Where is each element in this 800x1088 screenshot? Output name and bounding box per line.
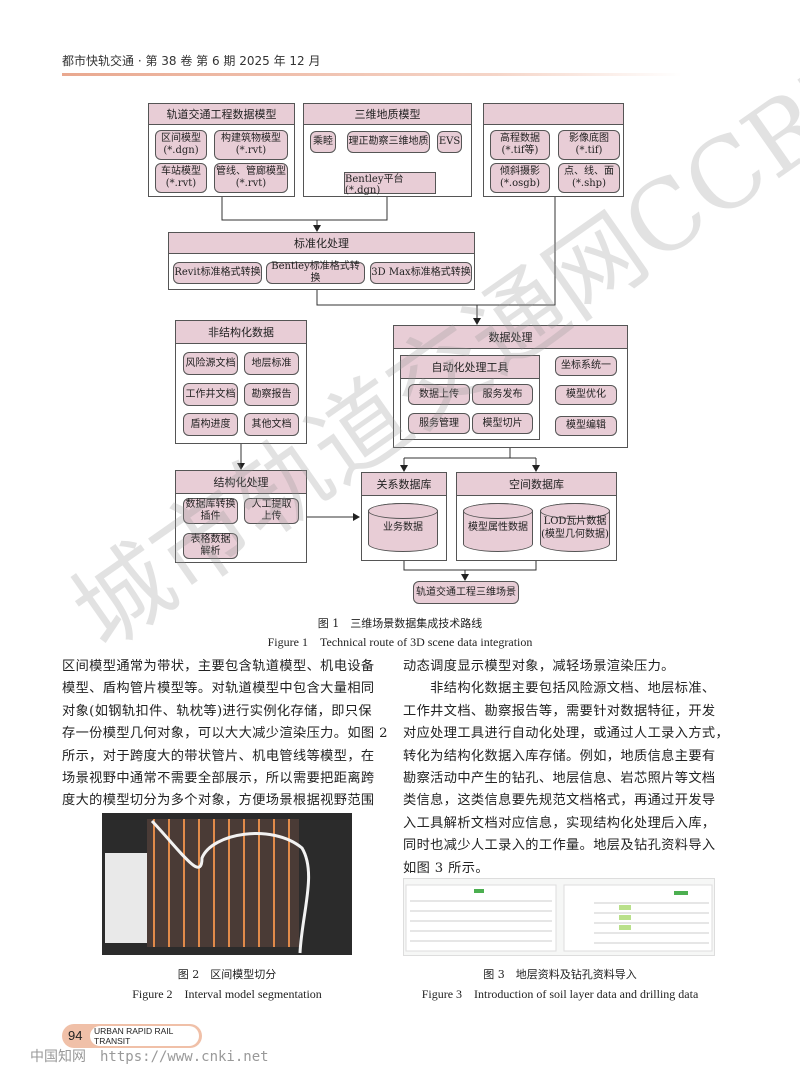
node-pipeline-model: 管线、管廊模型 (*.rvt) xyxy=(214,163,288,193)
text-line: 所示，对于跨度大的带状管片、机电管线等模型，在 xyxy=(62,748,375,764)
node-service-manage: 服务管理 xyxy=(408,413,470,434)
node-shaft-doc: 工作井文档 xyxy=(183,383,238,406)
node-table-parse: 表格数据 解析 xyxy=(183,533,238,559)
node-model-tile: 模型切片 xyxy=(472,413,533,434)
node-model-edit: 模型编辑 xyxy=(555,416,617,436)
node-3dmax: 3D Max标准格式转换 xyxy=(370,262,472,284)
figure3-image xyxy=(403,878,715,956)
node-station-model: 车站模型 (*.rvt) xyxy=(155,163,207,193)
figure1-caption-en: Figure 1 Technical route of 3D scene dat… xyxy=(267,635,533,649)
node-model-optimize: 模型优化 xyxy=(555,385,617,405)
node-survey-report: 勘察报告 xyxy=(244,383,299,406)
db-model-attr: 模型属性数据 xyxy=(463,503,533,552)
node-data-upload: 数据上传 xyxy=(408,384,470,405)
text-line: 非结构化数据主要包括风险源文档、地层标准、 xyxy=(403,681,716,697)
data-import-screens xyxy=(405,884,713,952)
rail-model-title: 轨道交通工程数据模型 xyxy=(149,104,294,125)
text-line: 动态调度显示模型对象，减轻场景渲染压力。 xyxy=(403,659,675,674)
text-line: 类信息，这类信息要先规范文档格式，再通过开发导 xyxy=(403,793,716,809)
geo-model-title: 三维地质模型 xyxy=(304,104,471,125)
processing-title: 数据处理 xyxy=(394,326,627,349)
text-line: 对象(如钢轨扣件、轨枕等)进行实例化存储，即只保 xyxy=(62,703,373,719)
text-line: 入工具解析文档对应信息，实现结构化处理后入库， xyxy=(403,815,716,831)
spatial-db-title: 空间数据库 xyxy=(457,473,616,496)
standardize-title: 标准化处理 xyxy=(169,233,474,254)
running-header: 都市快轨交通 · 第 38 卷 第 6 期 2025 年 12 月 xyxy=(62,54,321,68)
text-line: 场景视野中通常不需要全部展示，所以需要把距离跨 xyxy=(62,771,375,787)
node-imagery: 影像底图 (*.tif) xyxy=(558,130,620,160)
auto-tools-title: 自动化处理工具 xyxy=(401,356,539,379)
figure2-caption-en: Figure 2 Interval model segmentation xyxy=(132,987,322,1001)
db-business-data: 业务数据 xyxy=(368,503,438,552)
node-other-doc: 其他文档 xyxy=(244,413,299,436)
node-manual-upload: 人工提取 上传 xyxy=(244,498,299,524)
node-interval-model: 区间模型 (*.dgn) xyxy=(155,130,207,160)
db-lod-tiles: LOD瓦片数据 (模型几何数据) xyxy=(540,503,610,552)
unstructured-title: 非结构化数据 xyxy=(176,321,306,344)
node-revit: Revit标准格式转换 xyxy=(173,262,262,284)
db-lod-label: LOD瓦片数据 (模型几何数据) xyxy=(541,515,609,540)
node-bentley: Bentley标准格式转换 xyxy=(266,261,365,284)
node-strata-std: 地层标准 xyxy=(244,352,299,375)
text-line: 模型、盾构管片模型等。对轨道模型中包含大量相同 xyxy=(62,681,375,697)
text-line: 对应处理工具进行自动化处理，或通过人工录入方式， xyxy=(403,726,730,742)
db-model-attr-label: 模型属性数据 xyxy=(468,522,528,533)
text-line: 区间模型通常为带状，主要包含轨道模型、机电设备 xyxy=(62,659,375,674)
left-column-text: 区间模型通常为带状，主要包含轨道模型、机电设备 模型、盾构管片模型等。对轨道模型… xyxy=(62,656,388,813)
node-db-plugin: 数据库转换 插件 xyxy=(183,498,238,524)
journal-name-en: URBAN RAPID RAIL TRANSIT xyxy=(90,1026,199,1046)
node-evs: EVS xyxy=(437,131,462,153)
node-chengmu: 乘睦 xyxy=(310,131,336,153)
node-elevation: 高程数据 (*.tif等) xyxy=(490,130,550,160)
node-risk-doc: 风险源文档 xyxy=(183,352,238,375)
segmentation-render xyxy=(102,813,352,955)
page-number: 94 xyxy=(68,1028,83,1043)
gis-data-title xyxy=(484,104,623,125)
text-line: 如图 3 所示。 xyxy=(403,860,489,876)
header-rule xyxy=(62,73,682,76)
db-business-label: 业务数据 xyxy=(383,522,423,533)
structuring-title: 结构化处理 xyxy=(176,471,306,494)
source-link[interactable]: 中国知网 https://www.cnki.net xyxy=(30,1049,269,1065)
figure2-image xyxy=(102,813,352,955)
text-line: 勘察活动中产生的钻孔、地层信息、岩芯照片等文档 xyxy=(403,771,716,787)
node-lizheng: 理正勘察三维地质 xyxy=(347,131,430,153)
figure3-caption-en: Figure 3 Introduction of soil layer data… xyxy=(421,987,699,1001)
node-service-publish: 服务发布 xyxy=(472,384,533,405)
text-line: 同时也减少人工录入的工作量。地层及钻孔资料导入 xyxy=(403,838,716,854)
node-bentley-platform: Bentley平台 (*.dgn) xyxy=(344,172,436,196)
node-shield-progress: 盾构进度 xyxy=(183,413,238,436)
node-3d-scene: 轨道交通工程三维场景 xyxy=(413,581,519,604)
figure1-caption-cn: 图 1 三维场景数据集成技术路线 xyxy=(317,617,483,630)
text-line: 存一份模型几何对象，可以大大减少渲染压力。如图 2 xyxy=(62,726,388,742)
node-coord-unify: 坐标系统一 xyxy=(555,356,617,376)
figure2-caption-cn: 图 2 区间模型切分 xyxy=(177,968,277,981)
node-structure-model: 构建筑物模型 (*.rvt) xyxy=(214,130,288,160)
page-badge: 94 URBAN RAPID RAIL TRANSIT xyxy=(62,1024,202,1048)
node-shp: 点、线、面 (*.shp) xyxy=(558,163,620,193)
node-oblique: 倾斜摄影 (*.osgb) xyxy=(490,163,550,193)
relational-db-title: 关系数据库 xyxy=(362,473,446,496)
text-line: 转化为结构化数据入库存储。例如，地质信息主要有 xyxy=(403,748,716,764)
text-line: 工作井文档、勘察报告等，需要针对数据特征，开发 xyxy=(403,703,716,719)
text-line: 度大的模型切分为多个对象，方便场景根据视野范围 xyxy=(62,793,375,809)
figure3-caption-cn: 图 3 地层资料及钻孔资料导入 xyxy=(483,968,637,981)
right-column-text: 动态调度显示模型对象，减轻场景渲染压力。 非结构化数据主要包括风险源文档、地层标… xyxy=(403,656,729,880)
